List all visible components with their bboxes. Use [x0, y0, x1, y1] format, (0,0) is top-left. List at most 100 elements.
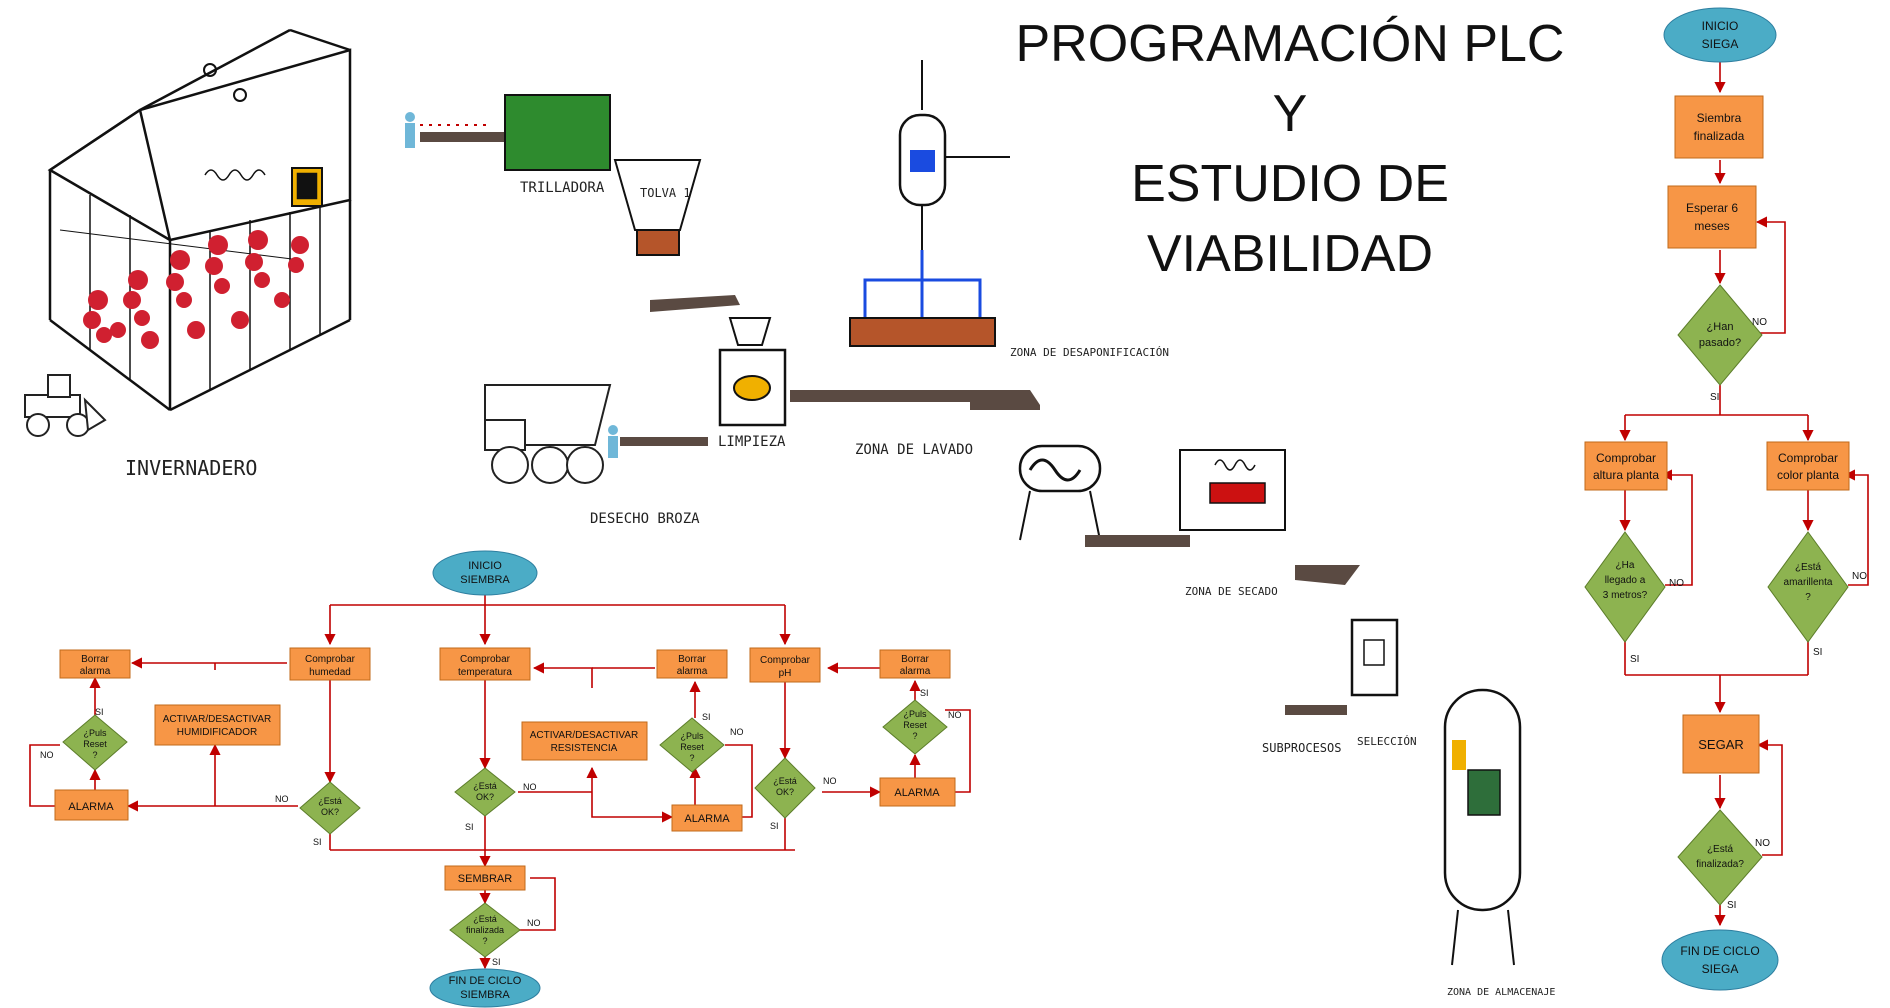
svg-text:llegado a: llegado a: [1605, 575, 1646, 586]
svg-text:SIEGA: SIEGA: [1702, 962, 1739, 976]
conveyor-to-limpieza: [650, 295, 740, 312]
svg-text:¿Puls: ¿Puls: [83, 728, 107, 738]
borrar-alarma-3: Borrar alarma: [879, 649, 951, 679]
esta-ok-decision-2: ¿Está OK?: [454, 767, 516, 817]
svg-text:NO: NO: [823, 776, 837, 786]
svg-text:NO: NO: [948, 710, 962, 720]
desecho-label: DESECHO BROZA: [590, 511, 700, 527]
wash-tank: [849, 60, 1010, 347]
svg-text:?: ?: [482, 936, 487, 946]
puls-reset-decision-2: ¿Puls Reset ?: [659, 717, 725, 773]
svg-text:NO: NO: [1852, 571, 1867, 582]
svg-text:¿Puls: ¿Puls: [903, 709, 927, 719]
svg-text:Borrar: Borrar: [678, 654, 706, 665]
siembra-end-terminal: FIN DE CICLO SIEMBRA: [429, 968, 541, 1008]
svg-text:OK?: OK?: [776, 787, 794, 797]
svg-text:FIN DE CICLO: FIN DE CICLO: [449, 975, 522, 987]
svg-text:NO: NO: [1755, 838, 1770, 849]
svg-text:?: ?: [92, 750, 97, 760]
siega-arrows: [1619, 62, 1869, 927]
svg-text:finalizada: finalizada: [1694, 129, 1745, 143]
sembrar-box: SEMBRAR: [444, 865, 526, 891]
borrar-alarma-2: Borrar alarma: [656, 649, 728, 679]
svg-text:ACTIVAR/DESACTIVAR: ACTIVAR/DESACTIVAR: [530, 730, 639, 741]
svg-text:alarma: alarma: [80, 666, 111, 677]
svg-text:¿Está: ¿Está: [773, 776, 797, 786]
seleccion-label: SELECCIÓN: [1357, 735, 1417, 748]
resistencia-box: ACTIVAR/DESACTIVAR RESISTENCIA: [521, 721, 648, 761]
limpieza-machine: [718, 348, 787, 427]
svg-text:¿Está: ¿Está: [1707, 844, 1734, 855]
svg-text:altura planta: altura planta: [1593, 468, 1659, 482]
svg-text:HUMIDIFICADOR: HUMIDIFICADOR: [177, 727, 258, 738]
svg-text:SI: SI: [920, 688, 929, 698]
svg-text:RESISTENCIA: RESISTENCIA: [551, 743, 618, 754]
siega-finalizada-decision: ¿Está finalizada?: [1677, 809, 1763, 906]
alarma-box-1: ALARMA: [54, 789, 129, 821]
svg-text:?: ?: [689, 753, 694, 763]
siembra-start-l2: SIEMBRA: [460, 574, 510, 586]
svg-text:Comprobar: Comprobar: [1778, 451, 1838, 465]
svg-text:NO: NO: [527, 918, 541, 928]
svg-text:Esperar 6: Esperar 6: [1686, 201, 1738, 215]
greenhouse-plants: [83, 230, 309, 349]
svg-text:SI: SI: [313, 837, 322, 847]
seleccion-machine: [1350, 618, 1399, 697]
comprobar-humedad-box: Comprobar humedad: [289, 647, 371, 681]
comprobar-ph-box: Comprobar pH: [749, 647, 821, 683]
svg-text:meses: meses: [1694, 219, 1729, 233]
svg-text:¿Está: ¿Está: [318, 796, 342, 806]
svg-text:¿Está: ¿Está: [1795, 562, 1822, 573]
alarma-box-2: ALARMA: [671, 804, 743, 832]
svg-text:Comprobar: Comprobar: [460, 654, 511, 665]
svg-text:NO: NO: [730, 727, 744, 737]
svg-text:SI: SI: [492, 957, 501, 967]
comprobar-temperatura-box: Comprobar temperatura: [439, 647, 531, 681]
almacenaje-label: ZONA DE ALMACENAJE: [1447, 987, 1555, 998]
siembra-finalizada-box: Siembra finalizada: [1674, 95, 1764, 159]
amarillenta-decision: ¿Está amarillenta ?: [1767, 531, 1849, 643]
invernadero-label: INVERNADERO: [125, 456, 257, 480]
svg-text:temperatura: temperatura: [458, 667, 512, 678]
svg-text:SI: SI: [1727, 900, 1736, 911]
siega-start-terminal: INICIO SIEGA: [1663, 7, 1777, 63]
greenhouse-illustration: [47, 28, 352, 412]
person-icon-2: [608, 425, 618, 458]
subprocesos-label: SUBPROCESOS: [1262, 741, 1341, 755]
title-line-1: PROGRAMACIÓN PLC: [1015, 15, 1565, 73]
svg-text:Reset: Reset: [903, 720, 927, 730]
svg-text:NO: NO: [40, 750, 54, 760]
conveyor-to-seleccion: [1295, 565, 1360, 585]
svg-text:SI: SI: [770, 821, 779, 831]
puls-reset-decision-1: ¿Puls Reset ?: [62, 714, 128, 771]
borrar-alarma-1: Borrar alarma: [59, 649, 131, 679]
siembra-finalizada-decision: ¿Está finalizada ?: [449, 902, 521, 958]
limpieza-label: LIMPIEZA: [718, 434, 786, 450]
svg-text:NO: NO: [1752, 317, 1767, 328]
esta-ok-decision-3: ¿Está OK?: [754, 757, 816, 819]
svg-text:¿Han: ¿Han: [1707, 321, 1734, 333]
secado-machine: [1085, 449, 1286, 547]
svg-text:¿Está: ¿Está: [473, 781, 497, 791]
llegado-metros-decision: ¿Ha llegado a 3 metros?: [1584, 531, 1666, 643]
svg-text:OK?: OK?: [476, 792, 494, 802]
svg-text:finalizada: finalizada: [466, 925, 504, 935]
truck-illustration: [484, 384, 612, 484]
lavado-label: ZONA DE LAVADO: [855, 442, 973, 458]
svg-text:ALARMA: ALARMA: [894, 787, 940, 799]
title-line-2: Y: [1272, 85, 1308, 143]
siembra-start-terminal: INICIO SIEMBRA: [432, 550, 538, 596]
svg-text:alarma: alarma: [677, 666, 708, 677]
svg-text:INICIO: INICIO: [1702, 19, 1739, 33]
svg-text:ACTIVAR/DESACTIVAR: ACTIVAR/DESACTIVAR: [163, 714, 272, 725]
esperar-meses-box: Esperar 6 meses: [1667, 185, 1757, 249]
title-line-3: ESTUDIO DE: [1131, 155, 1449, 213]
tolva-label: TOLVA 1: [640, 186, 691, 200]
svg-text:finalizada?: finalizada?: [1696, 859, 1744, 870]
humidificador-box: ACTIVAR/DESACTIVAR HUMIDIFICADOR: [154, 704, 281, 746]
secado-label: ZONA DE SECADO: [1185, 585, 1278, 598]
svg-text:3 metros?: 3 metros?: [1603, 590, 1648, 601]
svg-text:color planta: color planta: [1777, 468, 1839, 482]
siembra-branch-labels: SI NO NO SI NO SI SI NO NO SI SI NO NO S…: [40, 688, 962, 967]
